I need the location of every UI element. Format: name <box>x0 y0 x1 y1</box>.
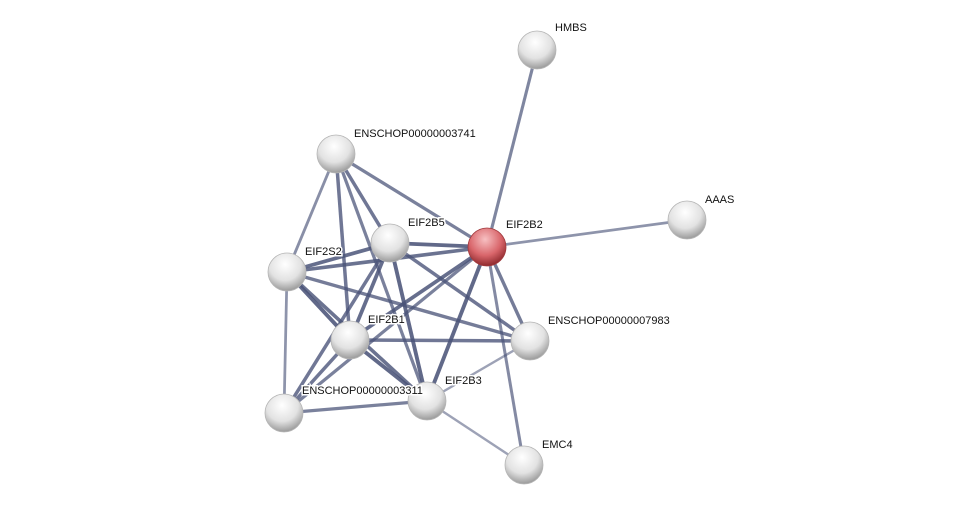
node-enschop00000003311[interactable] <box>264 393 304 433</box>
node-label: EIF2B1 <box>368 314 405 326</box>
edge-enschop00000003741-eif2b2[interactable] <box>335 152 488 249</box>
edge-eif2b2-eif2b1[interactable] <box>348 245 489 342</box>
nodes-layer <box>264 30 707 485</box>
edge-eif2b5-enschop00000007983[interactable] <box>388 241 532 343</box>
node-enschop00000003741[interactable] <box>316 134 356 174</box>
edge-eif2b5-eif2b3[interactable] <box>388 242 429 402</box>
node-eif2b1[interactable] <box>330 320 370 360</box>
node-eif2b5[interactable] <box>370 223 410 263</box>
node-eif2s2[interactable] <box>267 252 307 292</box>
node-label: ENSCHOP00000003311 <box>302 385 423 397</box>
node-label: EIF2S2 <box>305 246 342 258</box>
edge-eif2b2-enschop00000003311[interactable] <box>282 245 489 415</box>
node-enschop00000007983[interactable] <box>510 321 550 361</box>
edge-eif2b2-aaas[interactable] <box>486 218 688 249</box>
edge-enschop00000003741-eif2s2[interactable] <box>285 153 338 273</box>
node-label: ENSCHOP00000007983 <box>548 315 670 327</box>
edge-eif2b2-eif2b3[interactable] <box>425 246 489 402</box>
node-eif2b3[interactable] <box>407 381 447 421</box>
edge-eif2b3-enschop00000007983[interactable] <box>426 339 531 403</box>
node-label: EMC4 <box>542 439 573 451</box>
node-hmbs[interactable] <box>517 30 557 70</box>
edge-enschop00000003311-eif2b3[interactable] <box>283 399 428 415</box>
edge-eif2b2-hmbs[interactable] <box>485 49 539 248</box>
edge-enschop00000003741-eif2b3[interactable] <box>334 153 429 402</box>
node-label: AAAS <box>705 194 734 206</box>
node-emc4[interactable] <box>504 445 544 485</box>
node-aaas[interactable] <box>667 200 707 240</box>
edge-eif2s2-enschop00000003311[interactable] <box>282 271 289 414</box>
node-label: EIF2B5 <box>408 217 445 229</box>
node-label: ENSCHOP00000003741 <box>354 128 476 140</box>
node-label: HMBS <box>555 22 587 34</box>
node-eif2b2[interactable] <box>467 227 507 267</box>
node-label: EIF2B2 <box>506 219 543 231</box>
node-label: EIF2B3 <box>445 375 482 387</box>
edge-eif2b1-enschop00000007983[interactable] <box>349 338 531 343</box>
edge-eif2s2-enschop00000007983[interactable] <box>286 270 531 343</box>
